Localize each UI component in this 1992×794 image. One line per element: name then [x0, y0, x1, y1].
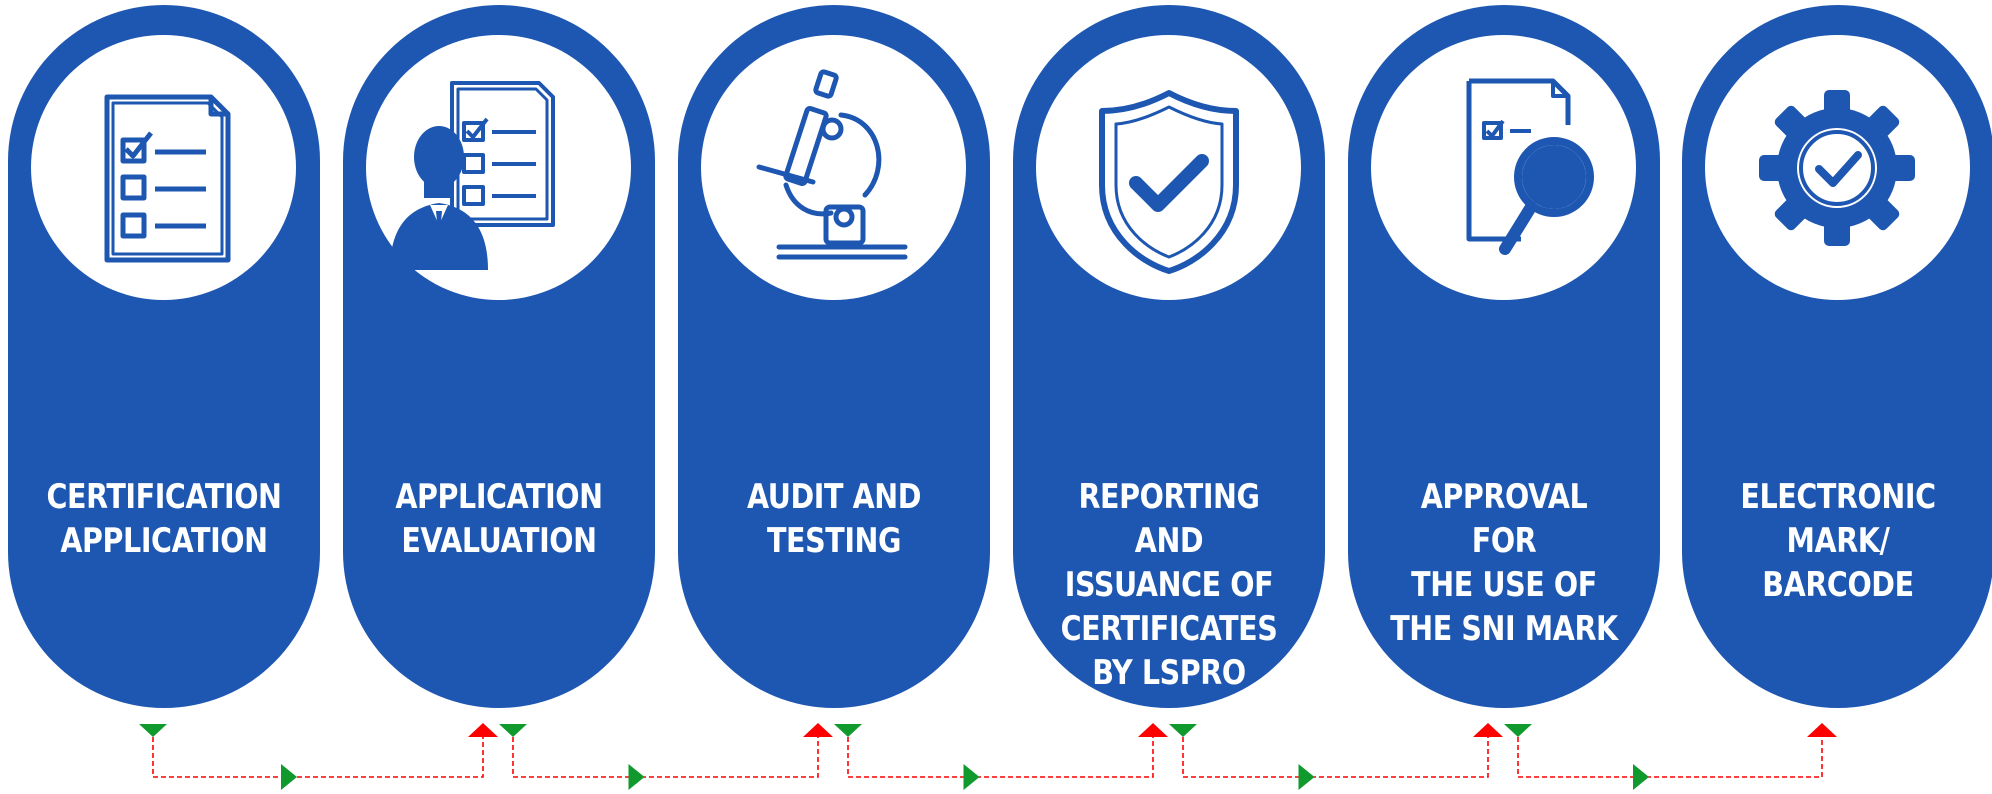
- label-line: MARK/: [1786, 521, 1890, 561]
- label-line: THE SNI MARK: [1390, 609, 1618, 649]
- out-arrow-icon: [834, 724, 862, 737]
- direction-arrow-icon: [281, 764, 297, 790]
- gear-check-icon: [1759, 90, 1915, 246]
- gear-tooth: [1824, 90, 1850, 120]
- label-line: REPORTING AND: [1078, 477, 1260, 561]
- document-magnifier-icon: [1466, 78, 1594, 255]
- label-line: CERTIFICATES: [1060, 609, 1278, 649]
- flow-connectors: [139, 723, 1837, 790]
- label-line: BY LSPRO: [1092, 653, 1246, 693]
- label-line: AUDIT AND: [746, 477, 922, 517]
- direction-arrow-icon: [1633, 764, 1649, 790]
- label-line: APPROVAL FOR: [1420, 477, 1588, 561]
- label-line: EVALUATION: [401, 521, 597, 561]
- icon-disc: [701, 35, 966, 300]
- label-line: ISSUANCE OF: [1064, 565, 1274, 605]
- direction-arrow-icon: [1298, 764, 1315, 790]
- in-arrow-icon: [468, 723, 498, 737]
- icon-disc: [1705, 35, 1970, 300]
- label-line: CERTIFICATION: [46, 477, 282, 517]
- step-audit-and-testing: AUDIT AND TESTING: [678, 5, 990, 708]
- step-reporting-and-issuance: REPORTING AND ISSUANCE OF CERTIFICATES B…: [1013, 5, 1325, 708]
- connector-line: [1182, 737, 1489, 778]
- step-label: CERTIFICATION APPLICATION: [45, 475, 284, 563]
- microscope-icon: [756, 69, 908, 260]
- step-label: REPORTING AND ISSUANCE OF CERTIFICATES B…: [1050, 475, 1289, 695]
- icon-disc: [1371, 35, 1636, 300]
- gear-tooth: [1774, 194, 1811, 231]
- out-arrow-icon: [499, 724, 527, 737]
- label-line: ELECTRONIC: [1740, 477, 1936, 517]
- step-certification-application: CERTIFICATION APPLICATION: [8, 5, 320, 708]
- label-line: APPLICATION: [395, 477, 603, 517]
- out-arrow-icon: [1504, 724, 1532, 737]
- gear-tooth: [1863, 105, 1900, 142]
- connector-line: [1517, 737, 1823, 778]
- step-label: ELECTRONIC MARK/ BARCODE: [1719, 475, 1958, 607]
- connector-line: [512, 737, 819, 778]
- icon-disc: [366, 35, 631, 300]
- in-arrow-icon: [1807, 723, 1837, 737]
- gear-tooth: [1824, 216, 1850, 246]
- step-label: AUDIT AND TESTING: [715, 475, 954, 563]
- person-checklist-icon: [390, 81, 555, 270]
- step-application-evaluation: APPLICATION EVALUATION: [343, 5, 655, 708]
- connector-line: [847, 737, 1154, 778]
- out-arrow-icon: [1169, 724, 1197, 737]
- shield-check-icon: [1099, 90, 1239, 274]
- in-arrow-icon: [803, 723, 833, 737]
- connector-line: [152, 737, 484, 778]
- label-line: THE USE OF: [1411, 565, 1597, 605]
- in-arrow-icon: [1138, 723, 1168, 737]
- in-arrow-icon: [1473, 723, 1503, 737]
- checklist-document-icon: [104, 94, 231, 263]
- gear-tooth: [1774, 105, 1811, 142]
- step-label: APPROVAL FOR THE USE OF THE SNI MARK: [1385, 475, 1624, 651]
- step-label: APPLICATION EVALUATION: [380, 475, 619, 563]
- label-line: TESTING: [766, 521, 902, 561]
- direction-arrow-icon: [628, 764, 645, 790]
- icon-disc: [31, 35, 296, 300]
- icon-disc: [1036, 35, 1301, 300]
- out-arrow-icon: [139, 724, 167, 737]
- step-approval-sni-mark: APPROVAL FOR THE USE OF THE SNI MARK: [1348, 5, 1660, 708]
- gear-tooth: [1885, 155, 1915, 181]
- label-line: APPLICATION: [60, 521, 268, 561]
- label-line: BARCODE: [1762, 565, 1914, 605]
- gear-tooth: [1863, 194, 1900, 231]
- gear-tooth: [1759, 155, 1789, 181]
- direction-arrow-icon: [963, 764, 980, 790]
- step-electronic-mark-barcode: ELECTRONIC MARK/ BARCODE: [1682, 5, 1992, 708]
